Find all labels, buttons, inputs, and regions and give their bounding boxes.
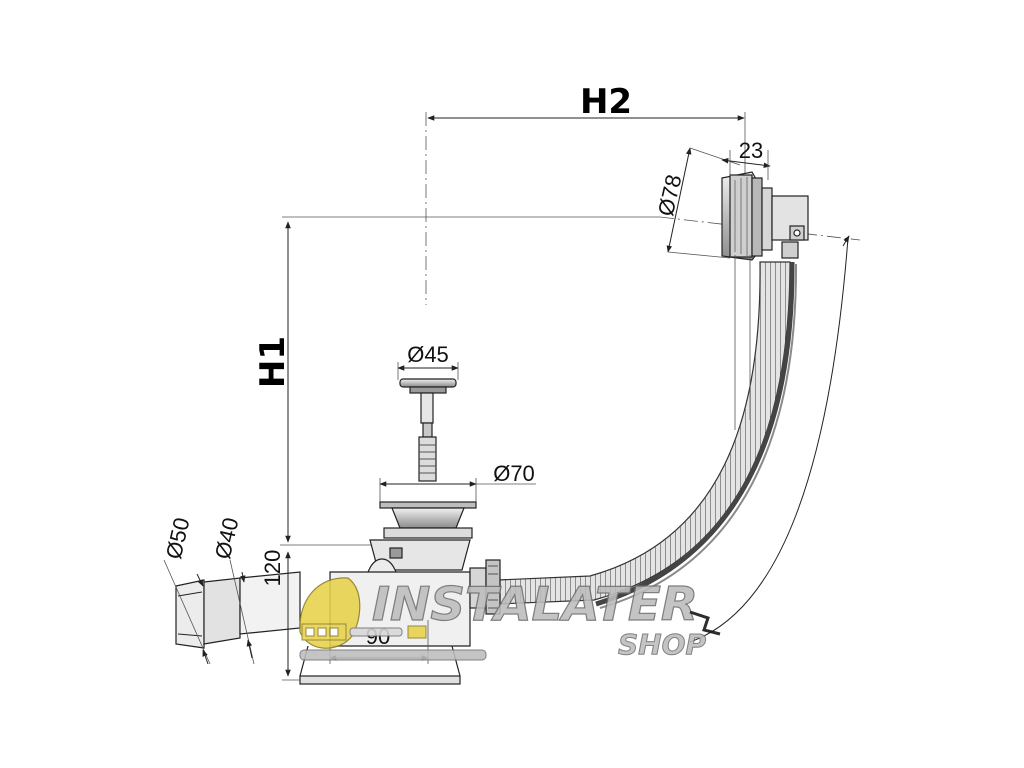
outlet-pipe: Ø50 Ø40 <box>161 515 301 665</box>
h1-label: H1 <box>253 336 293 388</box>
d45-label: Ø45 <box>407 342 449 367</box>
d40-label: Ø40 <box>210 515 244 561</box>
overflow-head: Ø78 23 <box>653 138 861 261</box>
shop-logo: INSTALATER SHOP <box>299 576 721 662</box>
drain-plug: Ø45 <box>397 342 459 482</box>
w23-label: 23 <box>739 138 763 163</box>
h2-dimension: H2 <box>425 82 746 305</box>
cable-length-arc <box>689 235 850 643</box>
h120-dimension: 120 <box>260 550 300 681</box>
h2-label: H2 <box>580 82 632 122</box>
d70-label: Ø70 <box>493 461 535 486</box>
d50-label: Ø50 <box>161 515 195 561</box>
h1-dimension: H1 <box>253 216 660 546</box>
d78-label: Ø78 <box>653 172 687 218</box>
corrugated-hose <box>497 255 798 609</box>
drain-body: Ø70 <box>299 461 536 685</box>
logo-main-text: INSTALATER <box>372 577 698 631</box>
logo-sub-text: SHOP <box>618 628 706 661</box>
h120-label: 120 <box>260 550 285 587</box>
